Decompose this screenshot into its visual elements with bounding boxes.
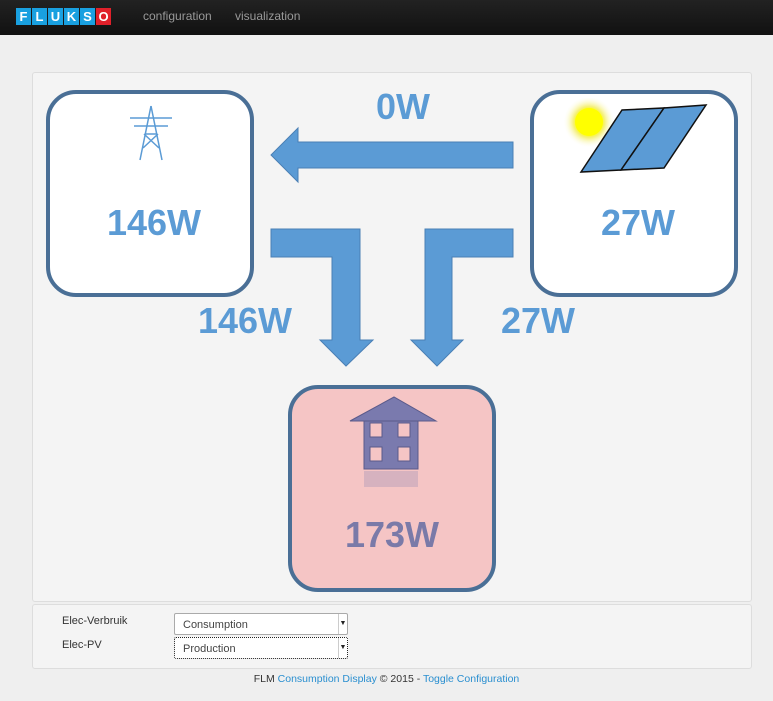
navbar: F L U K S O configuration visualization [0, 0, 773, 35]
logo-letter: K [64, 8, 79, 25]
flukso-logo[interactable]: F L U K S O [16, 8, 111, 25]
nav-configuration[interactable]: configuration [143, 9, 212, 23]
elec-verbruik-select[interactable]: Consumption ▼ [174, 613, 348, 635]
power-pylon-icon [130, 105, 172, 161]
logo-letter: U [48, 8, 63, 25]
footer-copyright: © 2015 - [379, 673, 421, 685]
solar-power: 27W [600, 202, 676, 243]
logo-letter: S [80, 8, 95, 25]
solar-panel-icon [563, 98, 708, 173]
house-node: 173W [288, 385, 496, 592]
chevron-down-icon: ▼ [338, 614, 347, 634]
elec-pv-label: Elec-PV [62, 639, 102, 651]
flow-solar-to-grid: 0W [376, 86, 430, 127]
select-value: Production [183, 643, 236, 655]
house-icon [349, 396, 438, 487]
flow-solar-to-house: 27W [500, 300, 576, 341]
logo-letter: L [32, 8, 47, 25]
grid-power: 146W [106, 202, 202, 243]
consumption-display-link[interactable]: Consumption Display [277, 673, 377, 685]
footer: FLM Consumption Display © 2015 - Toggle … [0, 673, 773, 685]
elec-verbruik-label: Elec-Verbruik [62, 615, 128, 627]
flow-grid-to-house: 146W [197, 300, 293, 341]
footer-prefix: FLM [253, 673, 275, 685]
select-value: Consumption [183, 619, 248, 631]
config-form: Elec-Verbruik Consumption ▼ Elec-PV Produ… [32, 604, 752, 669]
elec-pv-select[interactable]: Production ▼ [174, 637, 348, 659]
toggle-configuration-link[interactable]: Toggle Configuration [422, 673, 520, 685]
grid-node: 146W [46, 90, 254, 297]
solar-node: 27W [530, 90, 738, 297]
chevron-down-icon: ▼ [338, 638, 347, 658]
logo-letter: O [96, 8, 111, 25]
arrow-grid-to-house [270, 228, 375, 367]
nav-visualization[interactable]: visualization [235, 9, 301, 23]
arrow-solar-to-house [409, 228, 514, 367]
logo-letter: F [16, 8, 31, 25]
house-power: 173W [344, 514, 440, 555]
arrow-solar-to-grid [270, 126, 514, 184]
